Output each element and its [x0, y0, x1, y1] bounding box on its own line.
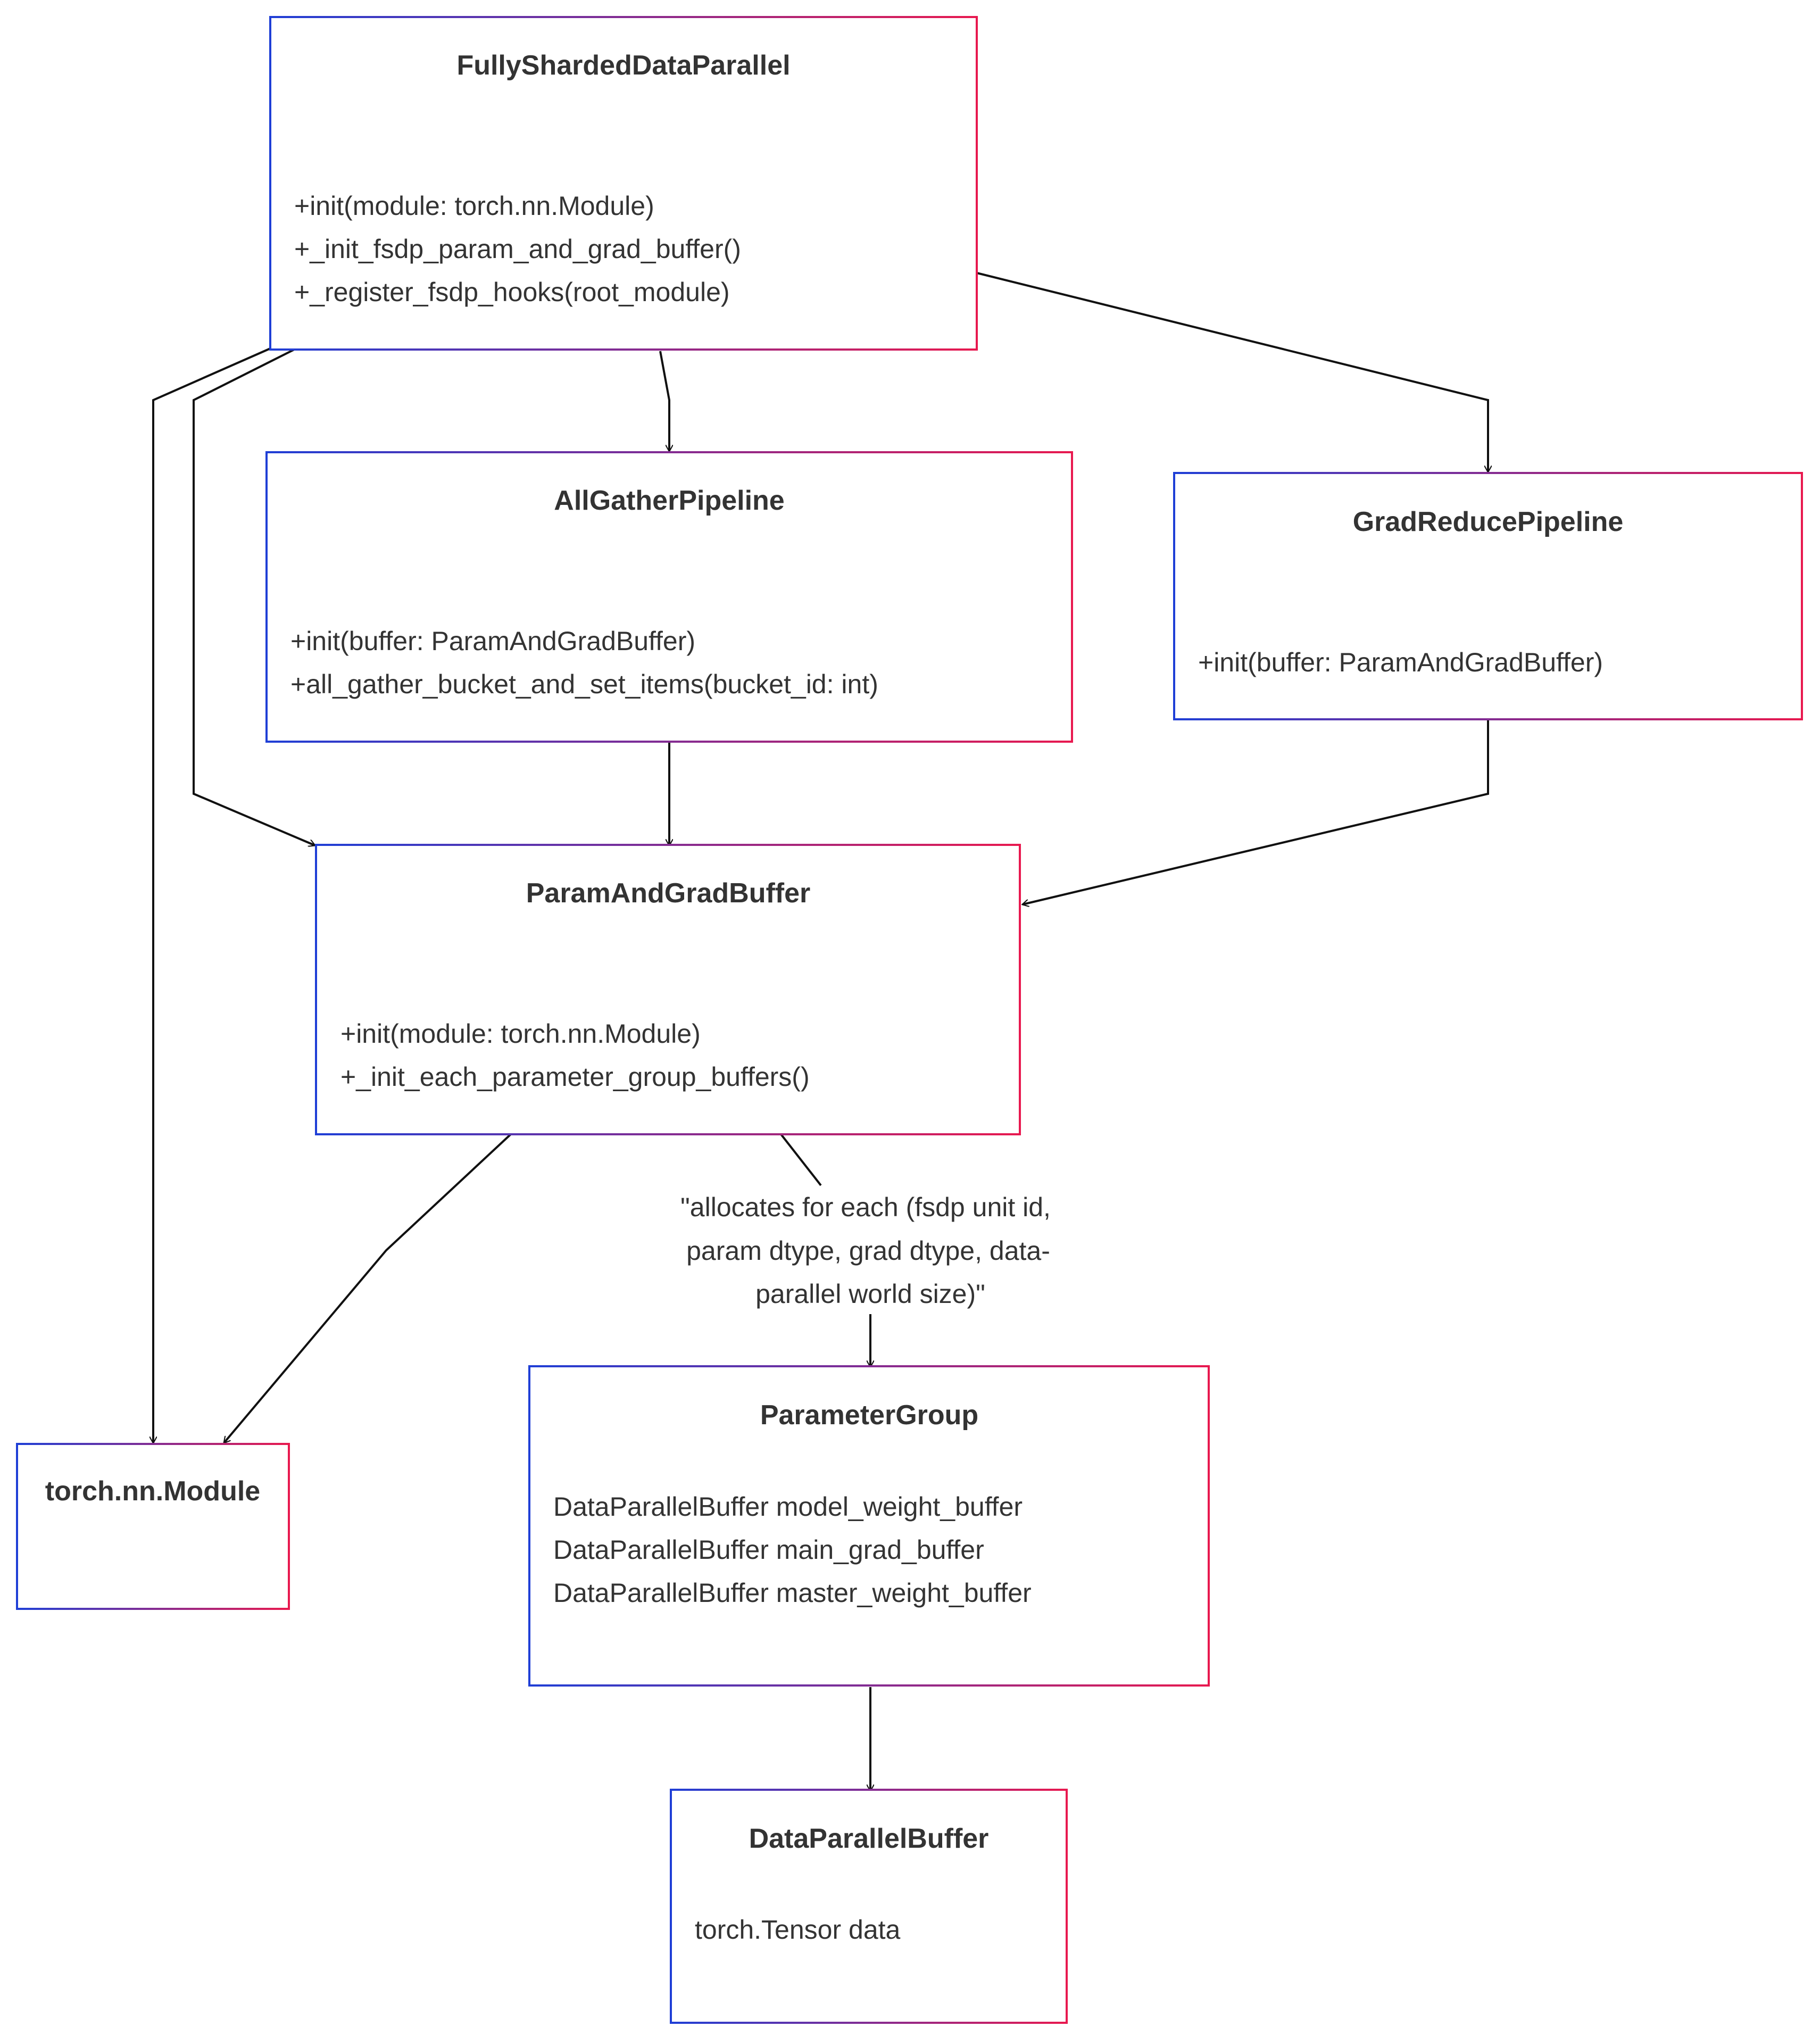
class-box-border [315, 844, 1021, 1135]
class-name: ParamAndGradBuffer [526, 878, 811, 909]
class-name: torch.nn.Module [45, 1476, 260, 1507]
class-method: +all_gather_bucket_and_set_items(bucket_… [290, 669, 878, 699]
class-name: GradReducePipeline [1353, 506, 1624, 537]
class-method: +init(buffer: ParamAndGradBuffer) [1198, 647, 1603, 677]
class-name: ParameterGroup [760, 1400, 978, 1431]
class-box-border [16, 1443, 290, 1610]
class-box-border [670, 1789, 1068, 2024]
edge-gradreduce-to-buffer [1023, 720, 1489, 904]
edge-fsdp-to-allgather [659, 351, 669, 451]
class-torch-nn-module: torch.nn.Module [16, 1443, 290, 1610]
edge-label-line-2: param dtype, grad dtype, data- [686, 1236, 1050, 1266]
class-name: DataParallelBuffer [749, 1823, 989, 1854]
class-box-border [1173, 472, 1803, 720]
edge-buffer-to-paramgroup [780, 1133, 822, 1186]
class-all-gather-pipeline: AllGatherPipeline +init(buffer: ParamAnd… [265, 451, 1073, 743]
class-method: +_init_fsdp_param_and_grad_buffer() [294, 234, 741, 264]
class-name: FullyShardedDataParallel [456, 50, 790, 81]
edge-buffer-to-module [224, 1133, 512, 1443]
class-grad-reduce-pipeline: GradReducePipeline +init(buffer: ParamAn… [1173, 472, 1803, 720]
class-param-and-grad-buffer: ParamAndGradBuffer +init(module: torch.n… [315, 844, 1021, 1135]
relations [153, 272, 1489, 1791]
edge-fsdp-to-module [153, 347, 271, 1443]
class-box-border [269, 16, 978, 351]
class-attribute: DataParallelBuffer model_weight_buffer [553, 1492, 1023, 1522]
edge-label-allocates: "allocates for each (fsdp unit id, param… [680, 1192, 1051, 1309]
class-box-border [528, 1365, 1210, 1687]
class-method: +init(buffer: ParamAndGradBuffer) [290, 626, 695, 656]
class-attribute: torch.Tensor data [695, 1915, 901, 1945]
class-method: +_register_fsdp_hooks(root_module) [294, 277, 730, 307]
class-method: +init(module: torch.nn.Module) [294, 191, 654, 221]
class-method: +_init_each_parameter_group_buffers() [340, 1062, 810, 1092]
edge-fsdp-to-buffer [193, 348, 315, 845]
class-fully-sharded-data-parallel: FullyShardedDataParallel +init(module: t… [269, 16, 978, 351]
class-attribute: DataParallelBuffer master_weight_buffer [553, 1578, 1032, 1608]
edge-label-line-1: "allocates for each (fsdp unit id, [680, 1192, 1051, 1222]
class-box-border [265, 451, 1073, 743]
class-method: +init(module: torch.nn.Module) [340, 1019, 701, 1049]
class-data-parallel-buffer: DataParallelBuffer torch.Tensor data [670, 1789, 1068, 2024]
class-name: AllGatherPipeline [554, 485, 784, 516]
edge-fsdp-to-gradreduce [976, 272, 1488, 472]
class-attribute: DataParallelBuffer main_grad_buffer [553, 1535, 984, 1565]
class-parameter-group: ParameterGroup DataParallelBuffer model_… [528, 1365, 1210, 1687]
edge-label-line-3: parallel world size)" [755, 1279, 985, 1309]
